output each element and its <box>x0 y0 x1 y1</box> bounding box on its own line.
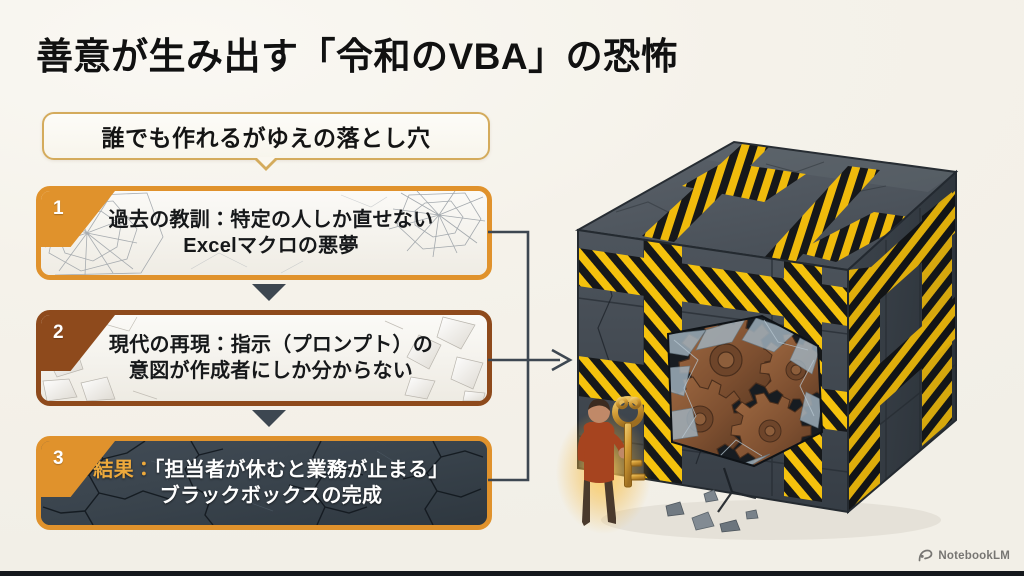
card-1-line-1: 過去の教訓：特定の人しか直せない <box>108 208 434 231</box>
hazard-band-top-d <box>762 166 880 266</box>
step-card-3[interactable]: 3 結果：「担当者が休むと業務が止まる」 ブラックボックスの完成 <box>36 436 492 530</box>
dark-crack-texture-3 <box>41 441 487 525</box>
card-2-number: 2 <box>53 322 64 343</box>
down-arrow-1-to-2 <box>252 284 286 301</box>
card-1-line-2: Excelマクロの悪夢 <box>183 235 359 257</box>
rubble-debris <box>665 489 759 533</box>
subtitle-text: 誰でも作れるがゆえの落とし穴 <box>101 125 431 151</box>
card-2-texture <box>41 315 487 401</box>
card-3-number-tag: 3 <box>41 441 115 497</box>
card-3-texture <box>41 441 487 525</box>
hazard-band-top-b <box>796 212 916 262</box>
card-2-line-1: 現代の再現：指示（プロンプト）の <box>108 333 434 356</box>
step-card-2[interactable]: 2 現代の再現：指示（プロンプト）の 意図が作成者にしか分からない <box>36 310 492 406</box>
cracked-glass-texture-1 <box>41 191 487 275</box>
glass-shards-texture-2 <box>41 315 487 401</box>
card-2-number-tag: 2 <box>41 315 115 371</box>
black-box-illustration <box>556 120 1004 550</box>
cube-illustration-svg <box>556 140 959 540</box>
figure-torso <box>583 422 615 483</box>
cube-breach-hole <box>666 314 824 468</box>
watermark-label: NotebookLM <box>938 549 1010 562</box>
step-card-1[interactable]: 1 過去の教訓：特定の人しか直せない Excelマクロの悪夢 <box>36 186 492 280</box>
golden-key <box>612 396 646 488</box>
down-arrow-2-to-3 <box>252 410 286 427</box>
page-title: 善意が生み出す「令和のVBA」の恐怖 <box>36 36 679 77</box>
cube-ground-shadow <box>601 500 941 540</box>
notebooklm-watermark: NotebookLM <box>918 549 1010 562</box>
figure-leg-right <box>604 478 616 524</box>
card-1-text: 過去の教訓：特定の人しか直せない Excelマクロの悪夢 <box>41 191 487 275</box>
figure-hair <box>588 398 610 411</box>
figure-leg-left <box>582 478 590 526</box>
pill-pointer-fill <box>256 157 276 167</box>
card-3-line-2: ブラックボックスの完成 <box>159 485 383 507</box>
notebooklm-icon <box>919 549 933 562</box>
card-2-line-2: 意図が作成者にしか分からない <box>128 360 414 382</box>
subtitle-banner: 誰でも作れるがゆえの落とし穴 <box>42 112 490 171</box>
hole-crack-lines <box>673 319 815 461</box>
hazard-band-top-c <box>642 144 770 242</box>
card-1-number-tag: 1 <box>41 191 115 247</box>
card-1-number: 1 <box>53 198 64 219</box>
connector-arrowhead <box>551 348 573 372</box>
hazard-band-side-d <box>922 192 952 446</box>
card-2-text: 現代の再現：指示（プロンプト）の 意図が作成者にしか分からない <box>41 315 487 401</box>
card-3-line-1: 結果：「担当者が休むと業務が止まる」 <box>93 457 448 483</box>
card-3-number: 3 <box>53 448 64 469</box>
card-3-line-1-accent: 結果： <box>93 458 155 481</box>
cube-top-face <box>574 140 959 272</box>
cube-side-face <box>847 169 957 515</box>
card-3-line-1-main: 「担当者が休むと業務が止まる」 <box>154 458 449 481</box>
figure-arm-left <box>577 432 590 462</box>
person-with-key-figure <box>556 396 652 534</box>
card-3-text: 結果：「担当者が休むと業務が止まる」 ブラックボックスの完成 <box>41 441 487 525</box>
subtitle-pill: 誰でも作れるがゆえの落とし穴 <box>42 112 490 160</box>
bracket-connector <box>488 230 573 482</box>
bottom-strip <box>0 571 1024 576</box>
card-1-texture <box>41 191 487 275</box>
hazard-band-side-c <box>848 266 880 512</box>
